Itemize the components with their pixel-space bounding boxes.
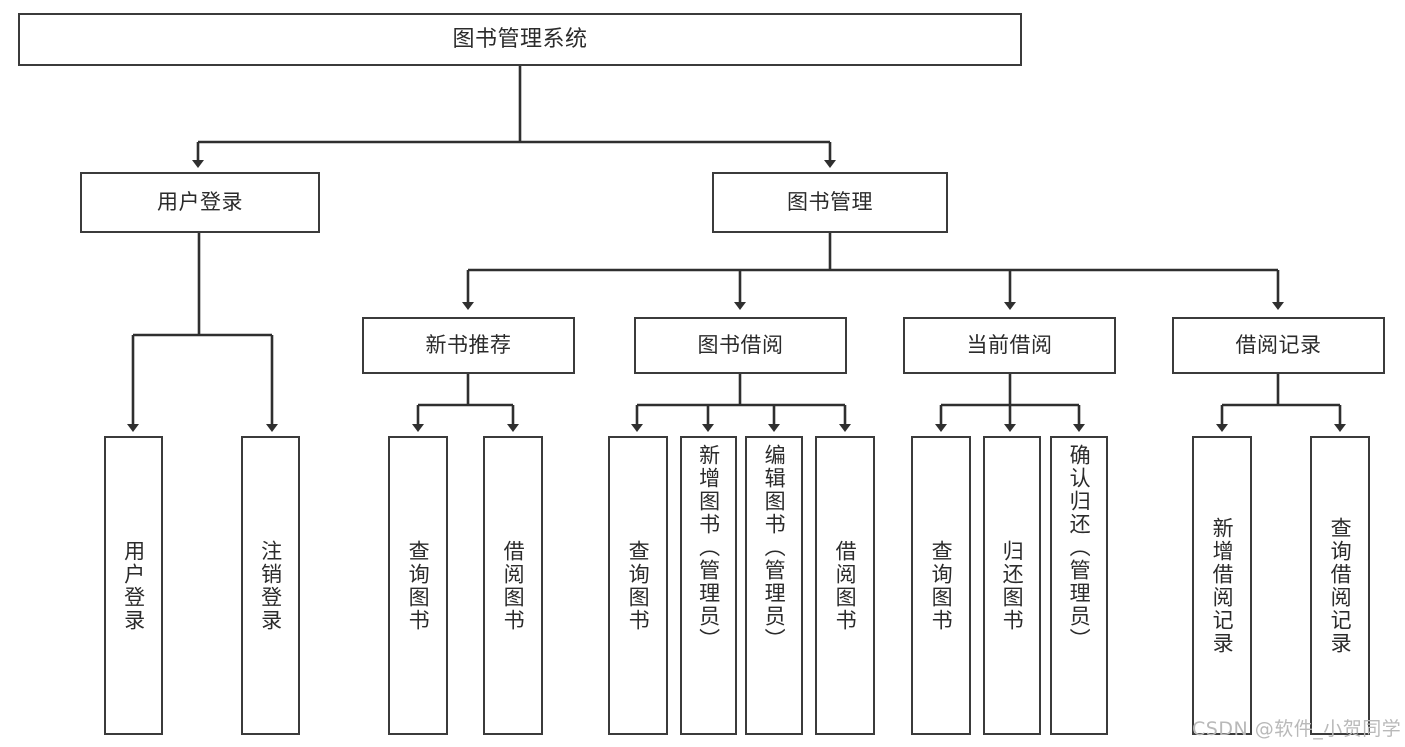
node-book-management[interactable]: 图书管理 <box>712 172 948 233</box>
node-root-book-management-system[interactable]: 图书管理系统 <box>18 13 1022 66</box>
node-new-book-recommendation[interactable]: 新书推荐 <box>362 317 575 374</box>
node-label: 编辑图书（管理员） <box>762 444 787 651</box>
node-label: 借阅图书 <box>501 539 526 632</box>
node-borrowing-record[interactable]: 借阅记录 <box>1172 317 1385 374</box>
node-label: 查询图书 <box>929 539 954 632</box>
node-label: 注销登录 <box>258 539 283 632</box>
leaf-return-books[interactable]: 归还图书 <box>983 436 1041 735</box>
leaf-query-books-recommend[interactable]: 查询图书 <box>388 436 448 735</box>
node-label: 用户登录 <box>157 190 243 215</box>
node-label: 确认归还（管理员） <box>1067 444 1092 651</box>
node-label: 查询图书 <box>626 539 651 632</box>
leaf-borrow-books[interactable]: 借阅图书 <box>815 436 875 735</box>
node-book-borrowing[interactable]: 图书借阅 <box>634 317 847 374</box>
node-label: 查询图书 <box>406 539 431 632</box>
node-label: 新增图书（管理员） <box>696 444 721 651</box>
leaf-query-books-current[interactable]: 查询图书 <box>911 436 971 735</box>
leaf-confirm-return-admin[interactable]: 确认归还（管理员） <box>1050 436 1108 735</box>
leaf-query-books-borrow[interactable]: 查询图书 <box>608 436 668 735</box>
node-label: 查询借阅记录 <box>1328 516 1353 655</box>
node-label: 归还图书 <box>1000 539 1025 632</box>
leaf-borrow-books-recommend[interactable]: 借阅图书 <box>483 436 543 735</box>
node-label: 图书管理系统 <box>452 26 588 52</box>
leaf-add-book-admin[interactable]: 新增图书（管理员） <box>680 436 737 735</box>
node-current-borrowing[interactable]: 当前借阅 <box>903 317 1116 374</box>
node-label: 图书借阅 <box>697 333 784 358</box>
leaf-query-borrow-record[interactable]: 查询借阅记录 <box>1310 436 1370 735</box>
node-label: 用户登录 <box>121 539 146 632</box>
node-label: 图书管理 <box>787 190 873 215</box>
node-label: 借阅图书 <box>833 539 858 632</box>
node-label: 新书推荐 <box>425 333 512 358</box>
node-label: 借阅记录 <box>1235 333 1322 358</box>
leaf-user-login[interactable]: 用户登录 <box>104 436 163 735</box>
csdn-watermark: CSDN @软件_小贺同学 <box>1192 718 1402 740</box>
node-user-login[interactable]: 用户登录 <box>80 172 320 233</box>
node-label: 新增借阅记录 <box>1210 516 1235 655</box>
leaf-edit-book-admin[interactable]: 编辑图书（管理员） <box>745 436 803 735</box>
node-label: 当前借阅 <box>966 333 1053 358</box>
leaf-logout[interactable]: 注销登录 <box>241 436 300 735</box>
leaf-add-borrow-record[interactable]: 新增借阅记录 <box>1192 436 1252 735</box>
